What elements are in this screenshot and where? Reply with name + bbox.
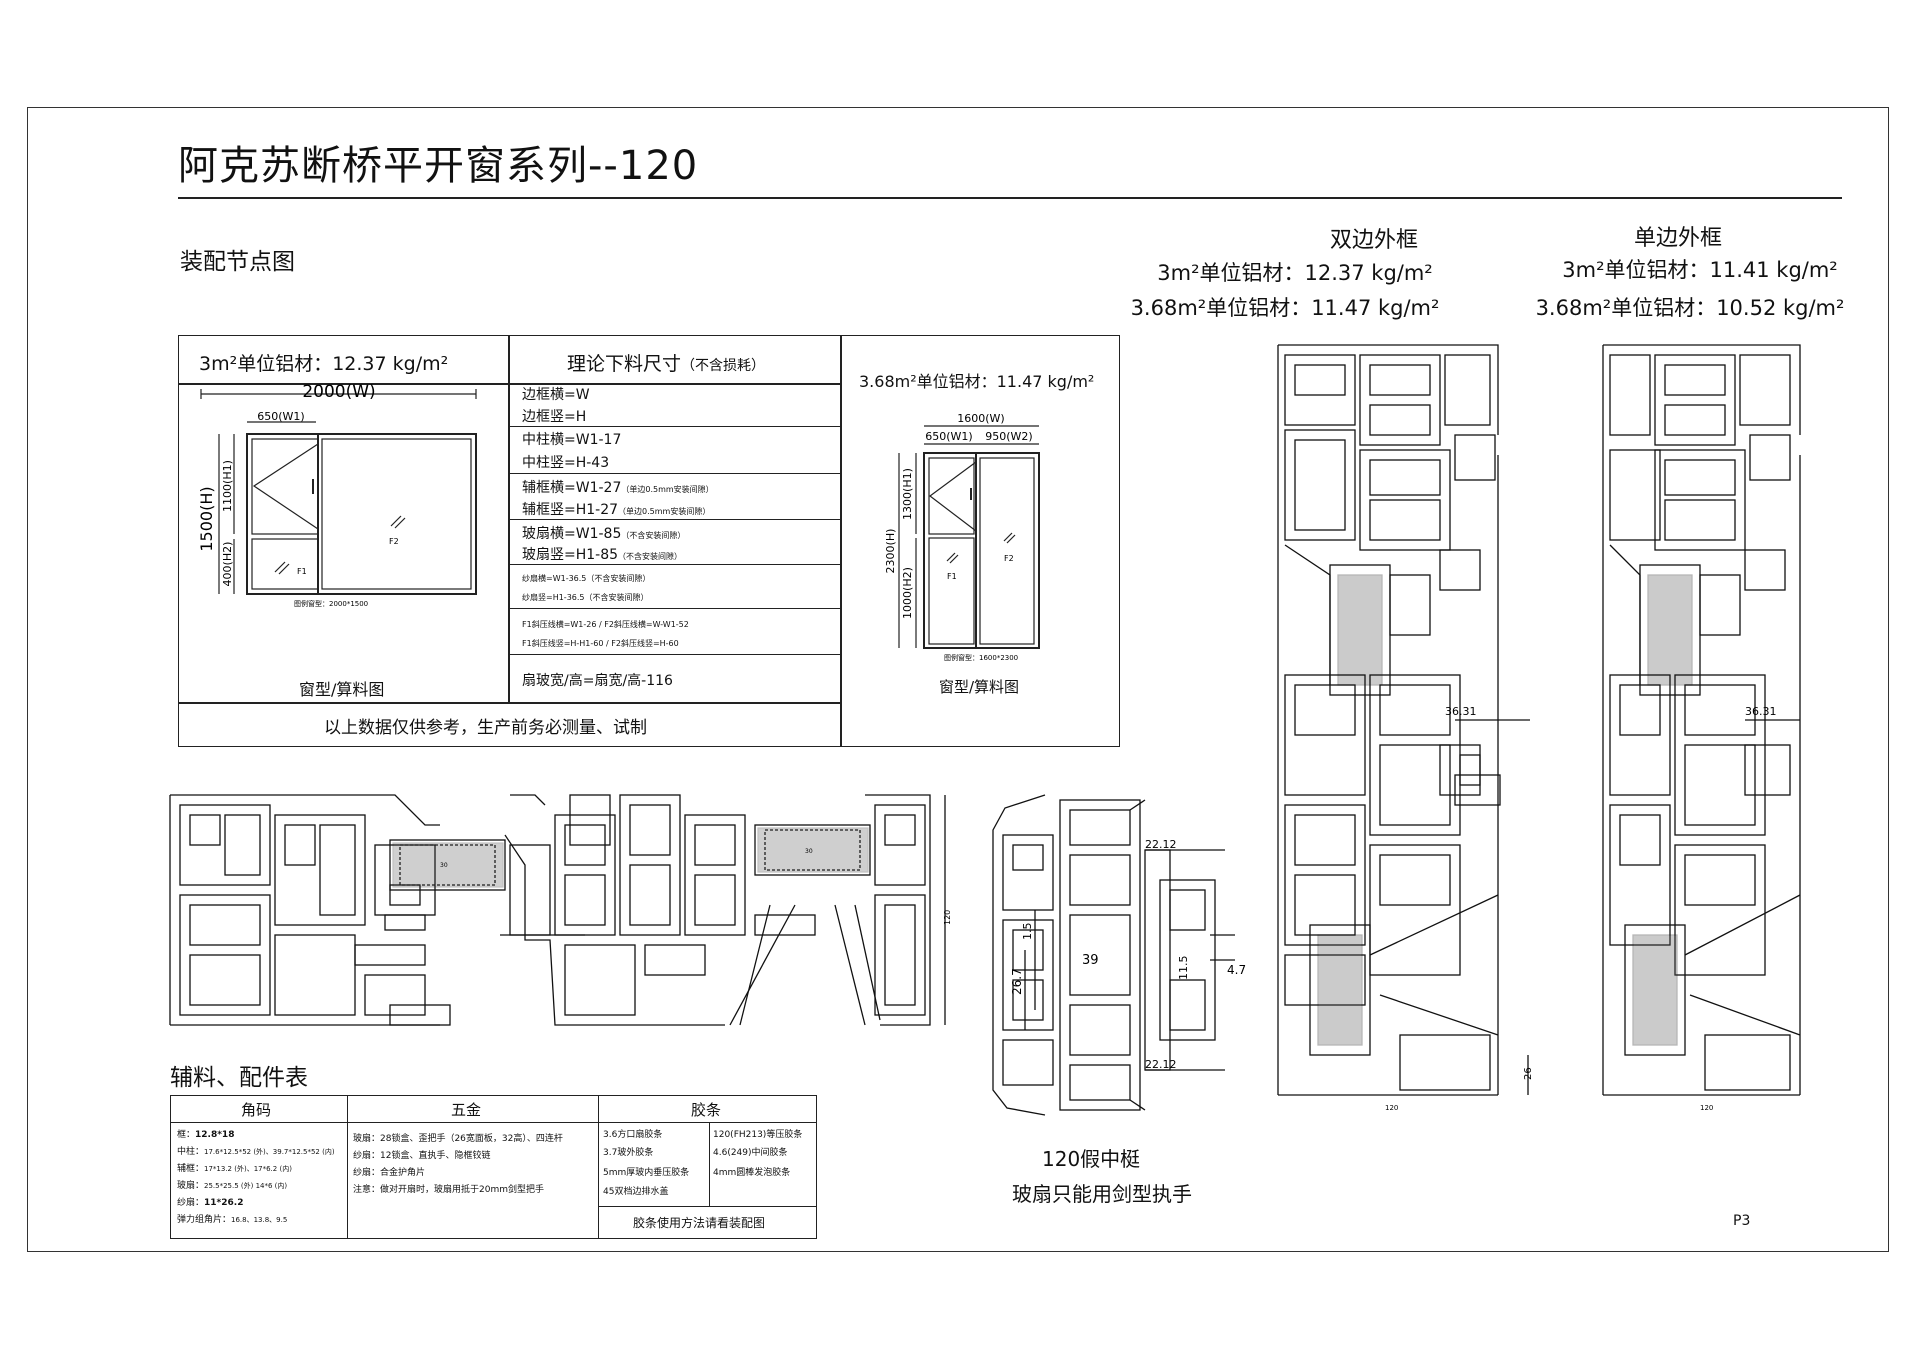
- spec-header-right: 3.68m²单位铝材：11.47 kg/m²: [859, 372, 1095, 391]
- double-frame-weight-1: 3m²单位铝材：12.37 kg/m²: [1157, 261, 1433, 285]
- formula-frame-h: 边框横=W: [522, 387, 590, 403]
- mullion-detail-drawing: 22.12 1.5 26.7 39 11.5 4.7 22.12: [992, 794, 1246, 1116]
- hardware-0: 玻扇：28锁盒、歪把手（26宽面板，32高）、四连杆: [353, 1134, 563, 1144]
- gasket-left-2: 5mm厚玻内垂压胶条: [603, 1168, 690, 1178]
- page-title: 阿克苏断桥平开窗系列--120: [178, 143, 699, 189]
- corner-code-1: 中柱：17.6*12.5*52 (外)、39.7*12.5*52 (内): [177, 1147, 335, 1157]
- left-dim-width: 2000(W): [302, 384, 375, 402]
- mullion-dim-26-7: 26.7: [1010, 968, 1024, 995]
- mullion-caption-2: 玻扇只能用剑型执手: [1012, 1182, 1192, 1206]
- mullion-dim-39: 39: [1082, 953, 1099, 968]
- gasket-right-1: 4.6(249)中间胶条: [713, 1148, 788, 1158]
- single-frame-width: 120: [1700, 1104, 1713, 1112]
- double-frame-dim: 36.31: [1445, 705, 1477, 718]
- hardware-2: 纱扇：合金护角片: [353, 1168, 426, 1178]
- mullion-dim-1-5: 1.5: [1021, 923, 1034, 941]
- single-frame-heading: 单边外框: [1633, 226, 1722, 251]
- double-frame-section-drawing: 36.31 26 120: [1277, 344, 1534, 1112]
- section-subtitle: 装配节点图: [180, 249, 295, 275]
- left-window-diagram: 2000(W) 650(W1) 1500(H) 1100(H1) 400(H2)…: [197, 384, 477, 608]
- right-window-label: 窗型/算料图: [939, 678, 1020, 696]
- corner-code-3: 玻扇：25.5*25.5 (外) 14*6 (内): [177, 1181, 288, 1191]
- single-frame-weight-2: 3.68m²单位铝材：10.52 kg/m²: [1535, 296, 1845, 320]
- spec-header-mid: 理论下料尺寸（不含损耗）: [567, 353, 766, 375]
- double-frame-weight-2: 3.68m²单位铝材：11.47 kg/m²: [1130, 296, 1440, 320]
- formula-aux-h: 辅框横=W1-27（单边0.5mm安装间隙）: [522, 480, 714, 496]
- right-dim-w2: 950(W2): [985, 430, 1032, 443]
- spec-header-left: 3m²单位铝材：12.37 kg/m²: [199, 353, 449, 375]
- gasket-right-0: 120(FH213)等压胶条: [713, 1130, 803, 1140]
- title-divider: [178, 197, 1842, 199]
- single-frame-dim: 36.31: [1745, 705, 1777, 718]
- corner-code-2: 辅框：17*13.2 (外)、17*6.2 (内): [177, 1164, 292, 1174]
- left-window-label: 窗型/算料图: [299, 680, 385, 699]
- horizontal-section-drawing: 120 30 30: [169, 794, 952, 1026]
- mullion-caption-1: 120假中梃: [1042, 1147, 1141, 1171]
- glass-label-2: 30: [805, 848, 813, 855]
- hardware-3: 注意：做对开扇时，玻扇用抵于20mm剑型把手: [353, 1185, 544, 1195]
- hardware-1: 纱扇：12锁盒、直执手、隐框铰链: [353, 1151, 491, 1161]
- gasket-left-1: 3.7玻外胶条: [603, 1148, 654, 1158]
- left-dim-h1: 1100(H1): [221, 460, 234, 512]
- spec-footer: 以上数据仅供参考，生产前务必测量、试制: [324, 718, 647, 738]
- formula-mullion-h: 中柱横=W1-17: [522, 432, 622, 448]
- left-f2: F2: [389, 537, 399, 546]
- gasket-right-2: 4mm圆棒发泡胶条: [713, 1168, 791, 1178]
- corner-code-4: 纱扇：11*26.2: [177, 1198, 244, 1208]
- formula-glass-v: 玻扇竖=H1-85（不含安装间隙）: [522, 547, 683, 563]
- formula-glass-size: 扇玻宽/高=扇宽/高-116: [522, 673, 673, 689]
- left-dim-h2: 400(H2): [221, 542, 234, 587]
- spec-table: 3m²单位铝材：12.37 kg/m² 理论下料尺寸（不含损耗） 3.68m²单…: [178, 335, 1120, 747]
- right-f1: F1: [947, 572, 957, 581]
- formula-mullion-v: 中柱竖=H-43: [522, 455, 610, 471]
- corner-code-0: 框：12.8*18: [177, 1130, 235, 1140]
- page-number: P3: [1733, 1213, 1751, 1229]
- formula-glass-h: 玻扇横=W1-85（不含安装间隙）: [522, 526, 686, 542]
- section-height-label: 120: [943, 910, 952, 925]
- single-frame-section-drawing: 36.31 120: [1602, 344, 1801, 1112]
- double-frame-width: 120: [1385, 1104, 1398, 1112]
- right-dim-h2: 1000(H2): [901, 567, 914, 619]
- right-dim-w1: 650(W1): [925, 430, 972, 443]
- mullion-dim-11-5: 11.5: [1177, 956, 1190, 981]
- left-dim-height: 1500(H): [197, 486, 216, 551]
- col-hardware: 五金: [451, 1101, 482, 1119]
- right-dim-height: 2300(H): [884, 529, 897, 574]
- corner-code-5: 弹力组角片：16.8、13.8、9.5: [177, 1215, 288, 1225]
- formula-screen-h: 纱扇横=W1-36.5（不含安装间隙）: [522, 574, 651, 583]
- mullion-dim-top: 22.12: [1145, 838, 1177, 851]
- col-gaskets: 胶条: [691, 1101, 722, 1119]
- mullion-dim-4-7: 4.7: [1227, 963, 1246, 977]
- right-caption: 图例窗型：1600*2300: [944, 653, 1018, 662]
- right-window-diagram: 1600(W) 650(W1) 950(W2) 2300(H) 1300(H1)…: [884, 412, 1040, 662]
- double-frame-heading: 双边外框: [1329, 228, 1418, 253]
- gasket-left-0: 3.6方口扇胶条: [603, 1130, 663, 1140]
- formula-frame-v: 边框竖=H: [522, 409, 587, 425]
- formula-screen-v: 纱扇竖=H1-36.5（不含安装间隙）: [522, 593, 649, 602]
- formula-aux-v: 辅框竖=H1-27（单边0.5mm安装间隙）: [522, 502, 711, 518]
- accessories-table: 角码 五金 胶条 框：12.8*18 中柱：17.6*12.5*52 (外)、3…: [170, 1095, 817, 1239]
- formula-pressure-v: F1斜压线竖=H-H1-60 / F2斜压线竖=H-60: [522, 639, 679, 648]
- formula-pressure-h: F1斜压线横=W1-26 / F2斜压线横=W-W1-52: [522, 620, 689, 629]
- gasket-note: 胶条使用方法请看装配图: [633, 1216, 766, 1230]
- left-dim-w1: 650(W1): [257, 410, 304, 423]
- right-dim-width: 1600(W): [957, 412, 1004, 425]
- col-corner-codes: 角码: [241, 1101, 272, 1119]
- right-dim-h1: 1300(H1): [901, 468, 914, 520]
- left-caption: 图例窗型：2000*1500: [294, 599, 368, 608]
- gasket-left-3: 45双档边排水盖: [603, 1187, 669, 1197]
- glass-label-1: 30: [440, 862, 448, 869]
- mullion-dim-bottom: 22.12: [1145, 1058, 1177, 1071]
- accessories-heading: 辅料、配件表: [170, 1065, 308, 1091]
- double-frame-dim-bottom: 26: [1523, 1067, 1534, 1080]
- single-frame-weight-1: 3m²单位铝材：11.41 kg/m²: [1562, 258, 1838, 282]
- page-border: [27, 107, 1889, 1252]
- left-f1: F1: [297, 567, 307, 576]
- right-f2: F2: [1004, 554, 1014, 563]
